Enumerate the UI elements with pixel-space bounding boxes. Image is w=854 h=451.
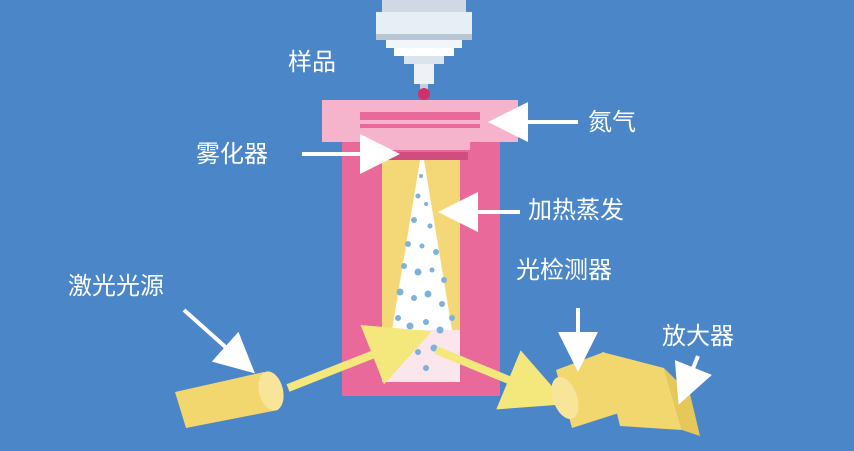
amplifier-label: 放大器 [662,322,734,350]
sample-droplet [418,88,430,100]
photodetector-label: 光检测器 [516,256,612,284]
sample-label: 样品 [288,48,336,76]
nebulizer-plate [372,152,468,160]
nebulizer-label: 雾化器 [196,140,268,168]
laser-source-label: 激光光源 [68,272,164,300]
laser-beam [286,324,568,410]
annotation-arrows [182,102,712,405]
sample-injector [376,0,472,100]
amplifier [602,352,700,436]
nitrogen-label: 氮气 [588,108,636,136]
heating-evaporation-label: 加热蒸发 [528,196,624,224]
laser-source [175,371,284,428]
